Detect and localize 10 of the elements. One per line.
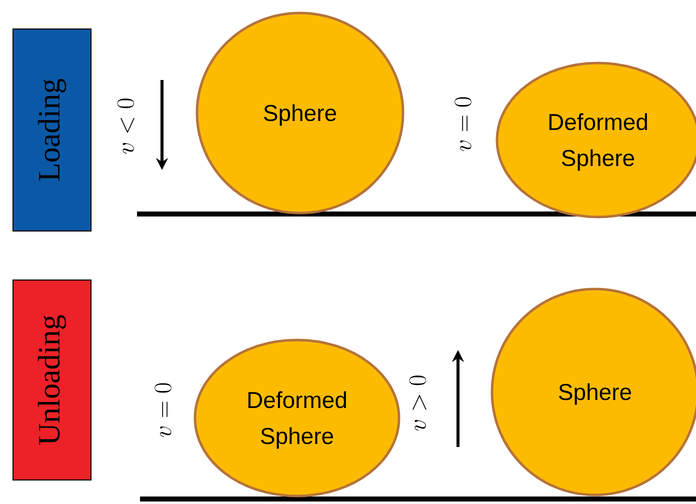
velocity-label: $v = 0$ [154,383,172,438]
sphere: Deformed Sphere [194,338,400,498]
section-label: Loading [12,28,92,232]
sphere: Deformed Sphere [496,62,696,218]
velocity-label: $v < 0$ [117,98,134,154]
sphere: Sphere [196,12,404,214]
velocity-label: $v = 0$ [454,97,472,152]
sphere: Sphere [490,288,696,496]
section-label: Unloading [12,280,92,480]
velocity-label: $v > 0$ [409,376,426,431]
